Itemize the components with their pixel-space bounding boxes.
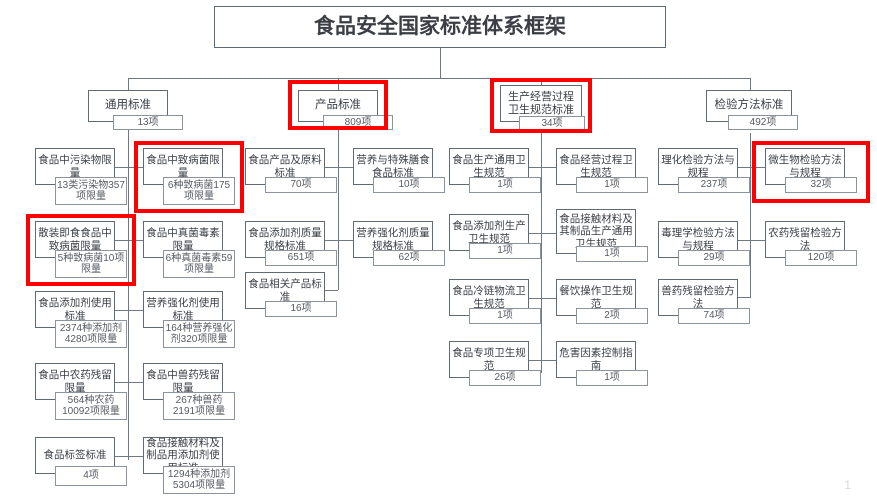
connector-branch-h4 [541,233,556,234]
connector-drop-general [128,78,129,90]
level2-label: 检验方法标准 [714,99,784,112]
level2-label: 生产经营过程卫生规范标准 [508,90,574,116]
root-title: 食品安全国家标准体系框架 [314,14,566,38]
count-food-additive-use-standard: 2374种添加剂4280项限量 [55,320,127,348]
connector-branch-g6 [128,310,143,311]
connector-branch-g8 [128,382,143,383]
node-food-production-general-hygiene: 食品生产通用卫生规范 [449,148,529,185]
connector-spine-inspection [750,133,751,298]
connector-branch-g2 [128,167,143,168]
count-bulk-rte-pathogen-limits: 5种致病菌10项限量 [55,250,127,278]
level2-count-general-standards: 13项 [113,115,183,130]
level2-label: 通用标准 [105,99,151,112]
connector-spine-product [338,130,339,290]
connector-branch-h6 [541,298,556,299]
connector-branch-i4 [750,240,765,241]
count-pesticide-residue-limits: 564种农药10092项限量 [55,392,127,420]
count-contact-material-additive-standard: 1294种添加剂5304项限量 [163,466,235,494]
count-pathogen-limits: 6种致病菌175项限量 [163,177,235,205]
count-microbiological-inspection: 32项 [785,177,857,193]
count-cold-chain-logistics-hygiene: 1项 [469,308,541,324]
count-hazard-control-guideline: 1项 [576,370,648,386]
connector-drop-hygiene [541,78,542,90]
connector-branch-g10 [128,456,143,457]
count-additive-production-hygiene: 1项 [469,243,541,259]
count-veterinary-residue-limits: 267种兽药2191项限量 [163,392,235,420]
count-mycotoxin-limits: 6种真菌毒素59项限量 [163,250,235,278]
connector-branch-g4 [128,240,143,241]
count-food-special-hygiene: 26项 [469,370,541,386]
node-bulk-rte-pathogen-limits: 散装即食食品中致病菌限量 [35,221,115,258]
count-additive-quality-spec-standard: 651项 [265,250,337,266]
connector-drop-product [338,78,339,90]
count-physicochemical-inspection: 237项 [678,177,750,193]
count-food-product-raw-material-standard: 70项 [265,177,337,193]
connector-branch-p4 [338,240,353,241]
count-food-contaminant-limits: 13类污染物357项限量 [55,177,127,205]
connector-branch-i2 [750,167,765,168]
count-nutrition-special-diet-standard: 10项 [373,177,445,193]
level2-count-hygiene-standards: 34项 [519,116,585,131]
connector-branch-h2 [541,167,556,168]
count-contact-material-production-hygiene: 1项 [576,246,648,262]
count-nutrient-fortifier-use-standard: 164种营养强化剂320项限量 [163,320,235,348]
count-food-label-standard: 4项 [55,466,127,486]
page-number: 1 [844,478,851,492]
count-pesticide-residue-inspection: 120项 [785,250,857,266]
connector-spine-hygiene [541,133,542,373]
connector-root-stem [440,48,441,78]
count-food-operation-hygiene: 1项 [576,177,648,193]
count-food-production-general-hygiene: 1项 [469,177,541,193]
connector-spine-general [128,130,129,460]
level2-count-product-standards: 809项 [323,115,393,130]
level2-count-inspection-standards: 492项 [728,115,798,130]
count-fortifier-quality-spec-standard: 62项 [373,250,445,266]
connector-drop-inspection [750,78,751,90]
count-catering-operation-hygiene: 2项 [576,308,648,324]
connector-branch-p2 [338,167,353,168]
count-toxicological-inspection: 29项 [678,250,750,266]
root-node-food-safety-framework: 食品安全国家标准体系框架 [214,6,666,48]
node-additive-quality-spec-standard: 食品添加剂质量规格标准 [245,221,325,258]
level2-label: 产品标准 [315,99,361,112]
count-veterinary-residue-inspection: 74项 [678,308,750,324]
connector-level2-bus [128,78,750,79]
count-food-related-product-standard: 16项 [265,301,337,317]
connector-branch-h8 [541,360,556,361]
